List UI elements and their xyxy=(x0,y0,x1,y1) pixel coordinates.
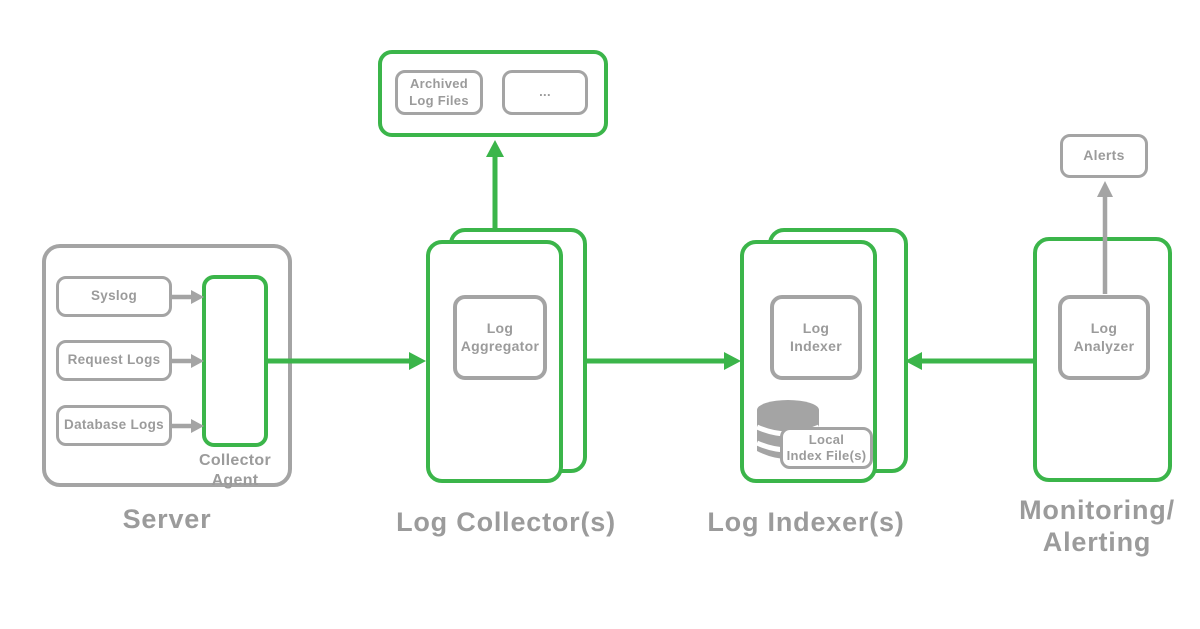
database-logs-label: Database Logs xyxy=(64,417,164,433)
log-aggregator-label: Log Aggregator xyxy=(460,320,540,354)
collector-agent-box xyxy=(202,275,268,447)
local-index-files-box: Local Index File(s) xyxy=(780,427,873,469)
log-analyzer-box: Log Analyzer xyxy=(1058,295,1150,380)
server-box: Syslog Request Logs Database Logs Collec… xyxy=(42,244,292,489)
local-index-files-label: Local Index File(s) xyxy=(786,431,867,463)
request-logs-box: Request Logs xyxy=(56,340,172,381)
arrowhead-icon xyxy=(724,352,741,370)
arrowhead-icon xyxy=(486,140,504,157)
more-files-box: ... xyxy=(502,70,588,115)
archived-log-files-label: Archived Log Files xyxy=(409,76,469,108)
arrowhead-icon xyxy=(409,352,426,370)
log-collector-box: Log Aggregator xyxy=(426,240,563,483)
ellipsis-label: ... xyxy=(539,84,551,100)
log-indexer-component-box: Log Indexer xyxy=(770,295,862,380)
arrow-collector-to-indexer xyxy=(587,352,741,370)
log-collectors-title: Log Collector(s) xyxy=(396,507,616,537)
log-indexer-label: Log Indexer xyxy=(790,320,842,354)
alerts-box: Alerts xyxy=(1060,134,1148,178)
request-logs-label: Request Logs xyxy=(67,352,161,368)
archive-store-box: Archived Log Files ... xyxy=(378,50,608,137)
arrowhead-icon xyxy=(1097,181,1113,197)
collector-agent-label: Collector Agent xyxy=(198,452,272,489)
log-indexers-title: Log Indexer(s) xyxy=(707,507,905,537)
server-title: Server xyxy=(122,504,212,534)
syslog-label: Syslog xyxy=(90,288,138,304)
log-analyzer-label: Log Analyzer xyxy=(1073,320,1135,354)
arrow-collector-to-archive xyxy=(486,140,504,228)
syslog-box: Syslog xyxy=(56,276,172,317)
log-indexer-box: Log Indexer Local Index File(s) xyxy=(740,240,877,483)
archived-log-files-box: Archived Log Files xyxy=(395,70,483,115)
log-aggregator-box: Log Aggregator xyxy=(453,295,547,380)
arrow-monitoring-to-indexer xyxy=(905,352,1033,370)
alerts-label: Alerts xyxy=(1083,147,1125,164)
database-logs-box: Database Logs xyxy=(56,405,172,446)
monitoring-alerting-title: Monitoring/ Alerting xyxy=(1019,495,1175,557)
monitoring-alerting-box: Log Analyzer xyxy=(1033,237,1172,482)
